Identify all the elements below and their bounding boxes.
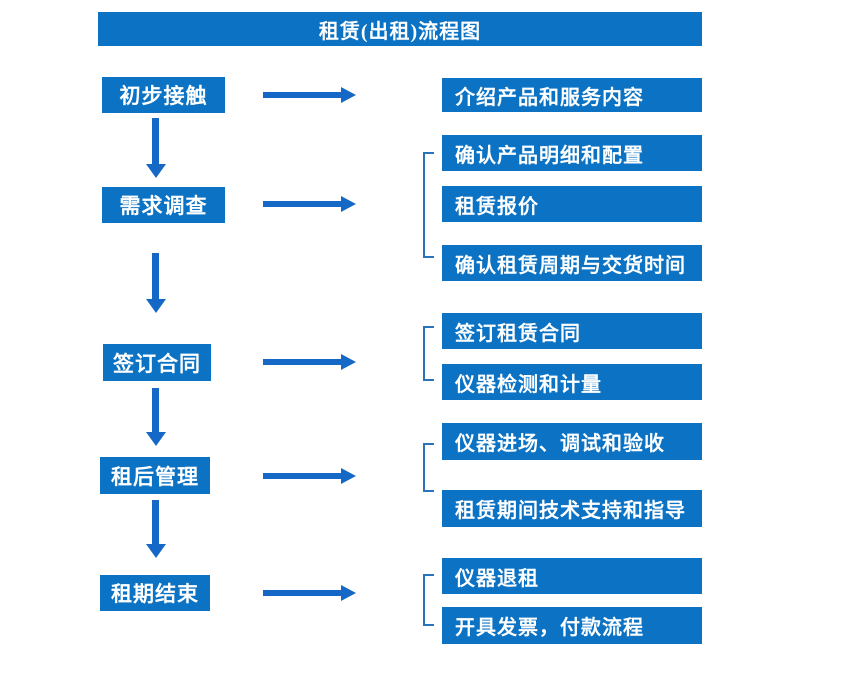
detail-box-introduce-products-services: 介绍产品和服务内容 [442,78,702,112]
arrow-down-4-icon [146,500,166,558]
bracket-group-2 [423,152,434,258]
arrow-right-2-icon [263,196,356,212]
arrow-right-1-icon [263,87,356,103]
detail-box-rental-tech-support-guidance: 租赁期间技术支持和指导 [442,490,702,527]
detail-box-instrument-return: 仪器退租 [442,558,702,594]
arrow-right-3-icon [263,354,356,370]
step-box-contract-signing: 签订合同 [103,344,211,381]
arrow-down-3-icon [146,388,166,446]
bracket-group-4 [423,443,434,492]
arrow-down-2-icon [146,253,166,313]
bracket-group-3 [423,326,434,381]
detail-box-instrument-arrival-debug-acceptance: 仪器进场、调试和验收 [442,423,702,460]
detail-box-confirm-rental-period-delivery: 确认租赁周期与交货时间 [442,245,702,281]
detail-box-instrument-testing-metering: 仪器检测和计量 [442,364,702,400]
arrow-right-5-icon [263,585,356,601]
detail-box-invoice-payment-process: 开具发票，付款流程 [442,607,702,644]
arrow-down-1-icon [146,118,166,178]
step-box-rental-period-end: 租期结束 [100,575,210,611]
step-box-post-rental-management: 租后管理 [100,457,210,494]
detail-box-sign-rental-contract: 签订租赁合同 [442,313,702,349]
step-box-initial-contact: 初步接触 [102,77,225,113]
arrow-right-4-icon [263,468,356,484]
flowchart-title: 租赁(出租)流程图 [98,12,702,46]
step-box-needs-survey: 需求调查 [102,187,225,223]
detail-box-confirm-product-details-config: 确认产品明细和配置 [442,135,702,171]
detail-box-rental-quotation: 租赁报价 [442,186,702,222]
bracket-group-5 [423,574,434,626]
